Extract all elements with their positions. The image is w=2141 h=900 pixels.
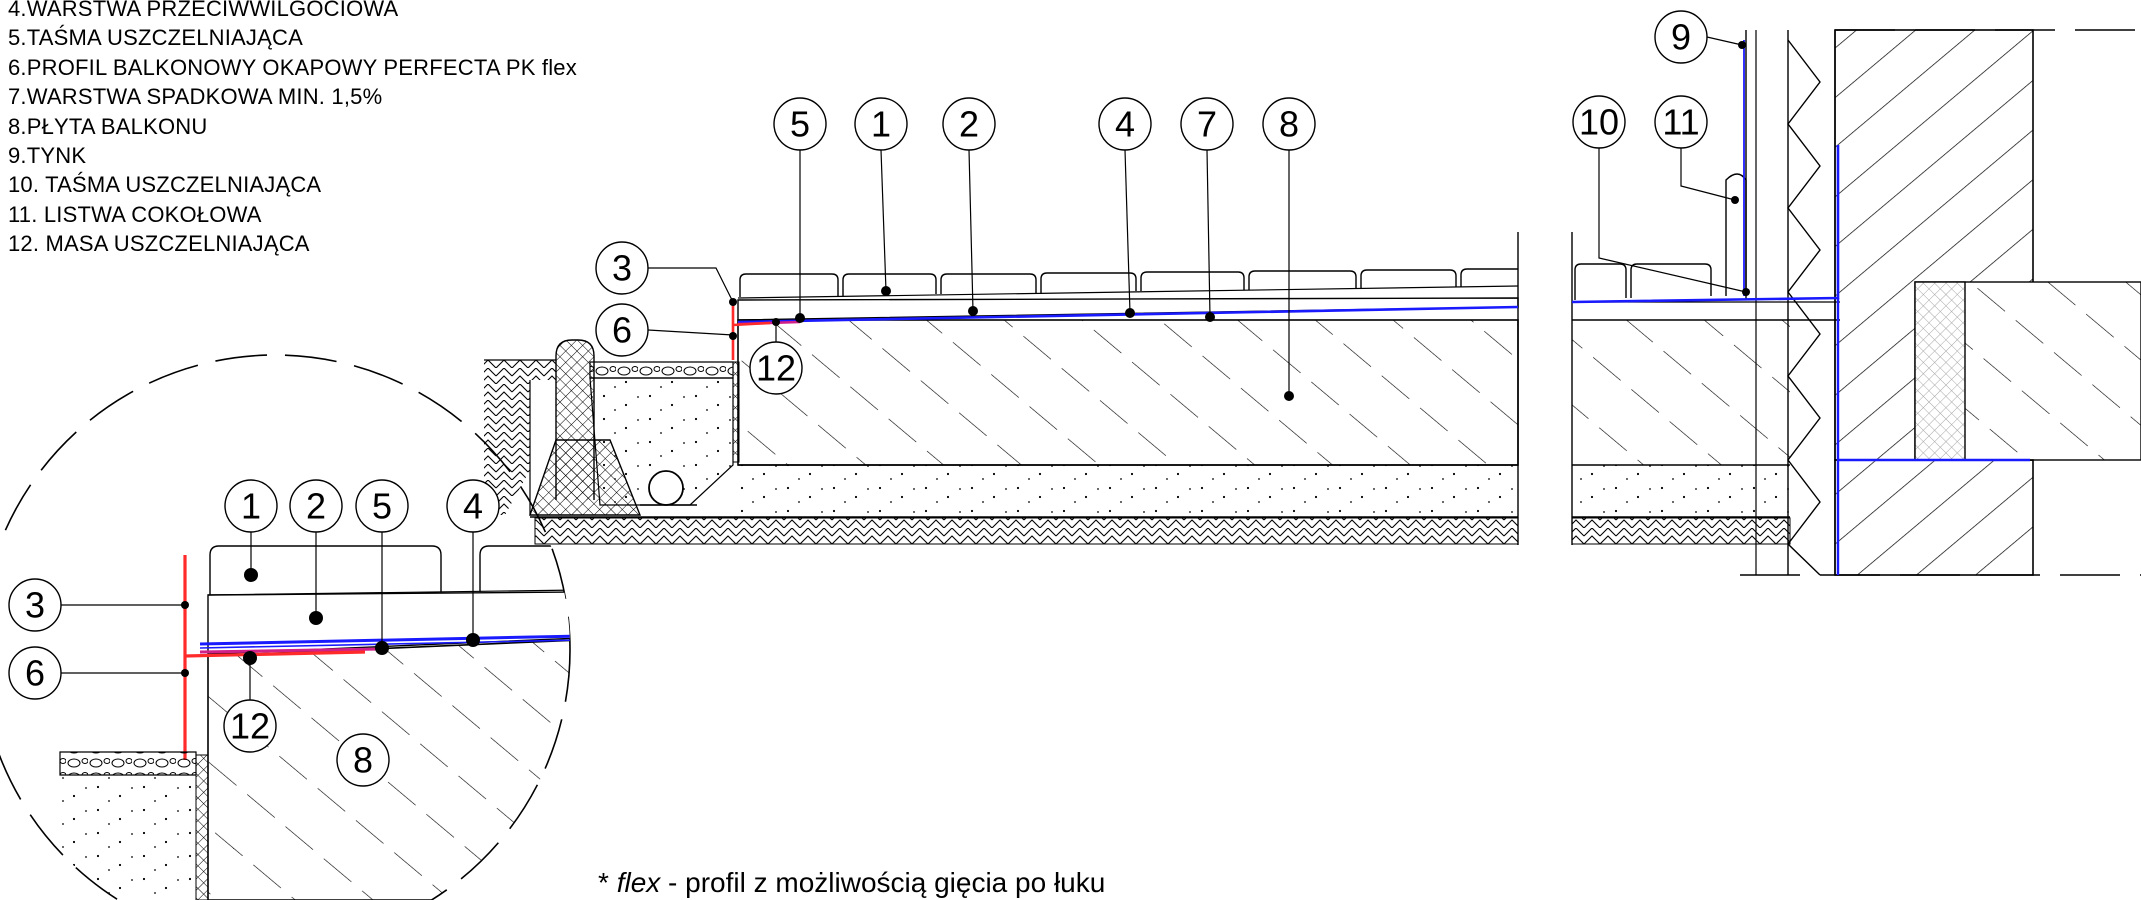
legend-item: 12. MASA USZCZELNIAJĄCA <box>8 231 310 257</box>
main-section: 5 1 2 4 7 8 3 6 12 <box>484 97 1519 545</box>
callout-1: 1 <box>871 104 891 145</box>
legend-item: 11. LISTWA COKOŁOWA <box>8 201 262 227</box>
detail-view: 1 2 5 4 3 6 12 8 <box>0 354 571 900</box>
legend-item: 10. TAŚMA USZCZELNIAJĄCA <box>8 172 322 198</box>
detail-callout-6: 6 <box>25 653 45 694</box>
balcony-profile <box>731 300 771 360</box>
callout-12: 12 <box>756 348 796 389</box>
callout-9: 9 <box>1671 17 1691 58</box>
callout-7: 7 <box>1197 104 1217 145</box>
main-leaders <box>647 149 1290 396</box>
callout-3: 3 <box>612 248 632 289</box>
legend: 4.WARSTWA PRZECIWWILGOCIOWA 5.TAŚMA USZC… <box>8 0 577 259</box>
tiles <box>739 268 1518 297</box>
callout-8: 8 <box>1279 104 1299 145</box>
legend-item: 8.PŁYTA BALKONU <box>8 113 208 139</box>
legend-item: 6.PROFIL BALKONOWY OKAPOWY PERFECTA PK f… <box>8 54 577 80</box>
balcony-slab <box>737 319 1519 466</box>
callout-6: 6 <box>612 310 632 351</box>
drain-pipe <box>648 470 684 506</box>
legend-item: 4.WARSTWA PRZECIWWILGOCIOWA <box>8 0 399 21</box>
callout-4: 4 <box>1115 104 1135 145</box>
callout-11: 11 <box>1662 102 1699 143</box>
base-layer <box>738 465 1518 517</box>
detail-callout-4: 4 <box>463 486 483 527</box>
legend-item: 7.WARSTWA SPADKOWA MIN. 1,5% <box>8 84 383 110</box>
main-leader-dots <box>729 286 1294 401</box>
detail-callout-8: 8 <box>353 740 373 781</box>
ground-strip <box>534 517 1519 545</box>
footnote-term: flex <box>616 867 661 898</box>
callout-5: 5 <box>790 104 810 145</box>
main-callout-labels: 5 1 2 4 7 8 3 6 12 <box>612 104 1299 389</box>
footnote-prefix: * <box>598 867 617 898</box>
legend-item: 5.TAŚMA USZCZELNIAJĄCA <box>8 25 303 51</box>
footnote-text: - profil z możliwością gięcia po łuku <box>660 867 1106 898</box>
detail-callout-3: 3 <box>25 585 45 626</box>
detail-callout-5: 5 <box>372 486 392 527</box>
gravel-bed <box>589 361 734 379</box>
callout-2: 2 <box>959 104 979 145</box>
wall-section: 9 10 11 <box>1571 10 2141 576</box>
detail-callout-1: 1 <box>241 486 261 527</box>
legend-item: 9.TYNK <box>8 142 87 168</box>
callout-10: 10 <box>1579 102 1619 143</box>
detail-callout-2: 2 <box>306 486 326 527</box>
detail-callout-12: 12 <box>230 706 270 747</box>
footnote: * flex - profil z możliwością gięcia po … <box>598 866 1105 900</box>
